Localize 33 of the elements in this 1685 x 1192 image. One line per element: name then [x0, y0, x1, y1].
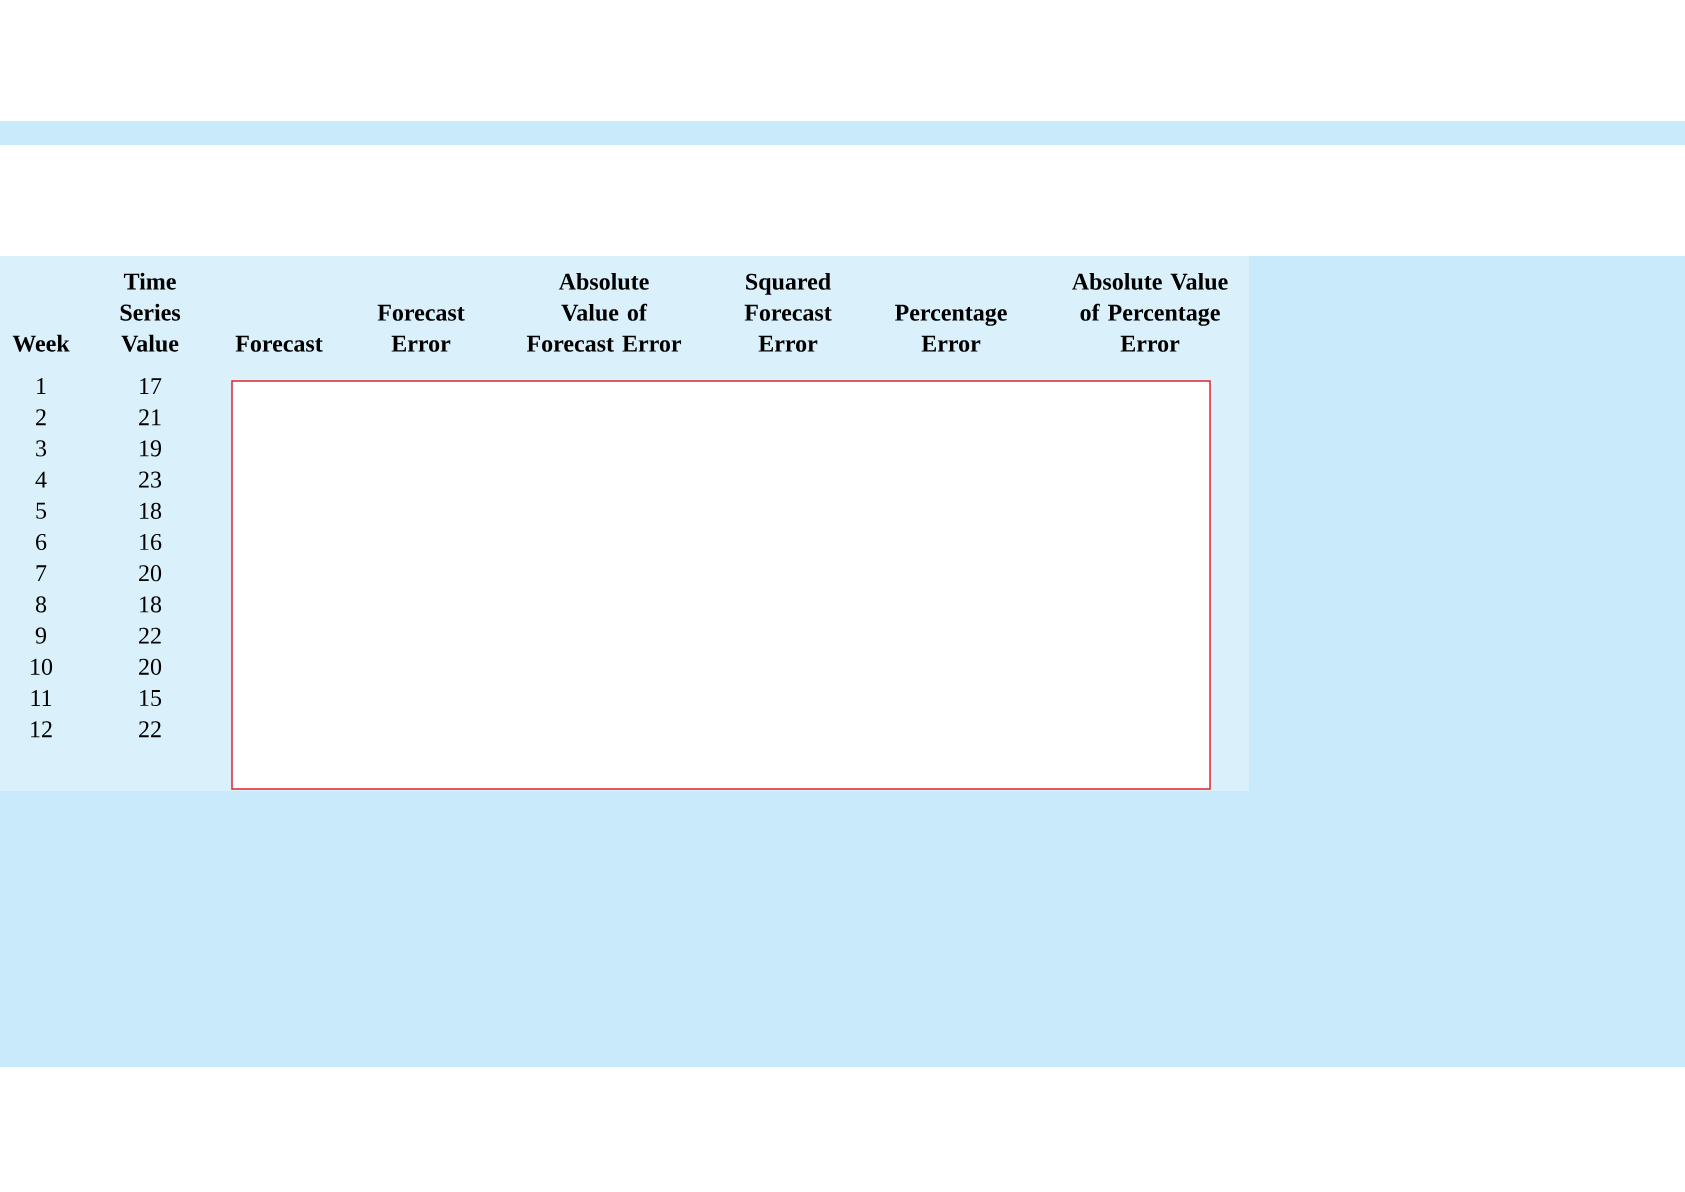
table-cell: 10	[31, 658, 53, 675]
column-header: Absolute Value of Forecast Error	[526, 272, 682, 352]
table-cell: 22	[139, 627, 161, 644]
column-header: Percentage Error	[895, 304, 1007, 352]
column-header: Forecast	[235, 335, 323, 352]
column-header: Absolute Value of Percentage Error	[1072, 272, 1228, 352]
table-cell: 23	[139, 471, 162, 488]
column-header: Week	[12, 334, 70, 352]
table-cell: 3	[36, 440, 47, 457]
table-cell: 11	[31, 690, 52, 706]
table-cell: 5	[36, 502, 47, 519]
table-cell: 22	[139, 721, 161, 738]
table-cell: 17	[140, 378, 162, 394]
table-cell: 1	[37, 378, 46, 394]
table-cell: 21	[139, 409, 161, 426]
column-header: Forecast Error	[377, 304, 465, 352]
table-cell: 18	[140, 502, 162, 519]
column-header: Time Series Value	[120, 272, 181, 352]
table-cell: 2	[36, 409, 46, 426]
table-cell: 18	[140, 596, 162, 613]
table-cell: 15	[140, 689, 162, 707]
table-cell: 16	[140, 533, 162, 551]
table-cell: 7	[36, 565, 47, 582]
table-cell: 12	[31, 721, 52, 738]
column-header: Squared Forecast Error	[744, 272, 832, 352]
table-cell: 4	[35, 471, 47, 488]
table-cell: 20	[139, 658, 162, 675]
band	[0, 121, 1685, 145]
table-cell: 6	[36, 533, 47, 551]
table-cell: 20	[139, 565, 162, 582]
table-cell: 8	[35, 596, 47, 613]
table-cell: 9	[35, 627, 46, 644]
table-cell: 19	[140, 440, 161, 457]
